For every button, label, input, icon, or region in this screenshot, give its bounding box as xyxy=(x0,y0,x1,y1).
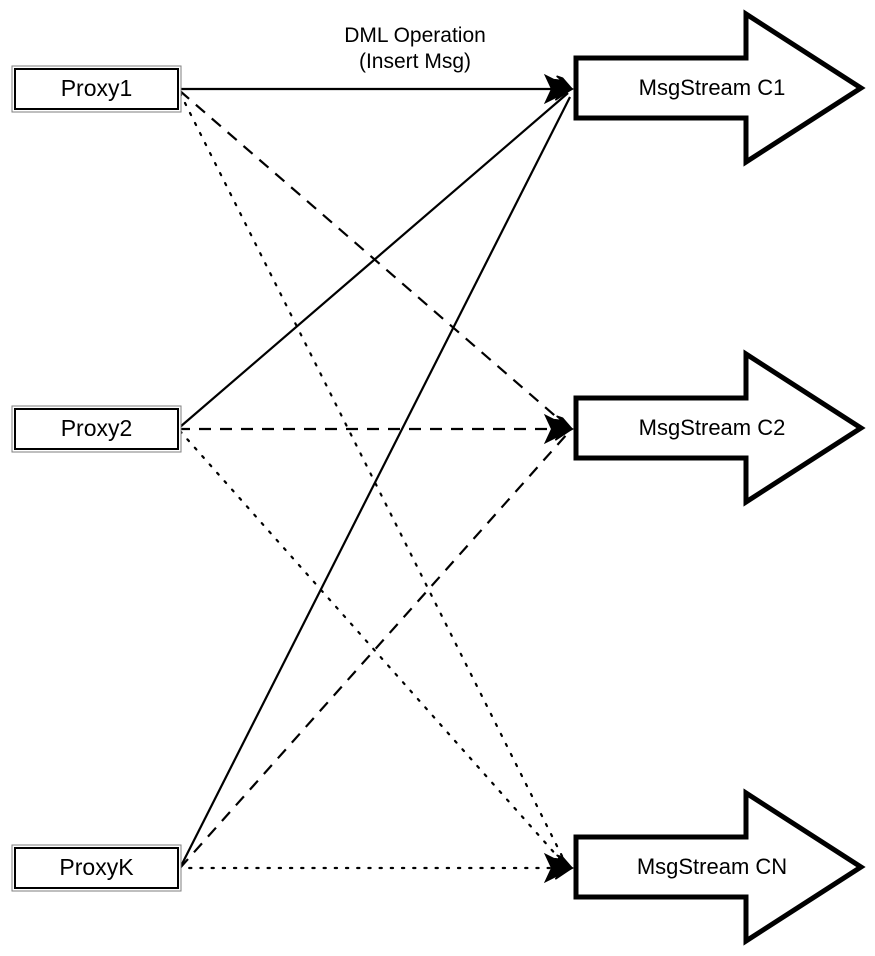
proxy-proxy2: Proxy2 xyxy=(11,405,182,453)
proxy-proxy1: Proxy1 xyxy=(11,65,182,113)
stream-stream_c1: MsgStream C1 xyxy=(573,9,866,167)
stream-arrow-shape xyxy=(573,349,866,507)
stream-label: MsgStream CN xyxy=(637,854,787,879)
arrowhead-head-cn xyxy=(543,852,575,884)
edges-layer xyxy=(176,87,571,870)
proxy-label: Proxy1 xyxy=(61,75,133,101)
stream-arrow-shape xyxy=(573,9,866,167)
stream-label: MsgStream C2 xyxy=(639,415,786,440)
edge-pk-c1 xyxy=(180,96,571,867)
proxy-proxyk: ProxyK xyxy=(11,844,182,892)
proxy-box xyxy=(14,408,179,450)
stream-label: MsgStream C1 xyxy=(639,75,786,100)
edge-caption-line-2: (Insert Msg) xyxy=(359,50,471,73)
arrowhead-head-c2 xyxy=(543,413,575,445)
arrowheads-layer xyxy=(543,73,575,884)
edge-p2-c1 xyxy=(179,92,569,428)
edge-pk-c2 xyxy=(179,432,569,869)
proxy-label: Proxy2 xyxy=(61,415,133,441)
stream-arrow-shape xyxy=(573,788,866,946)
arrowhead-head-c1 xyxy=(543,73,575,105)
proxy-box xyxy=(14,847,179,889)
stream-stream_c2: MsgStream C2 xyxy=(573,349,866,507)
stream-stream_cn: MsgStream CN xyxy=(573,788,866,946)
streams-layer: MsgStream C1 MsgStream C2 MsgStream CN xyxy=(573,9,866,946)
edge-caption-line-1: DML Operation xyxy=(344,24,486,47)
edge-p2-cn xyxy=(178,429,568,868)
proxy-box xyxy=(14,68,179,110)
edge-caption: DML Operation (Insert Msg) xyxy=(344,24,486,73)
edge-p1-cn xyxy=(178,91,568,866)
proxy-label: ProxyK xyxy=(59,854,134,880)
